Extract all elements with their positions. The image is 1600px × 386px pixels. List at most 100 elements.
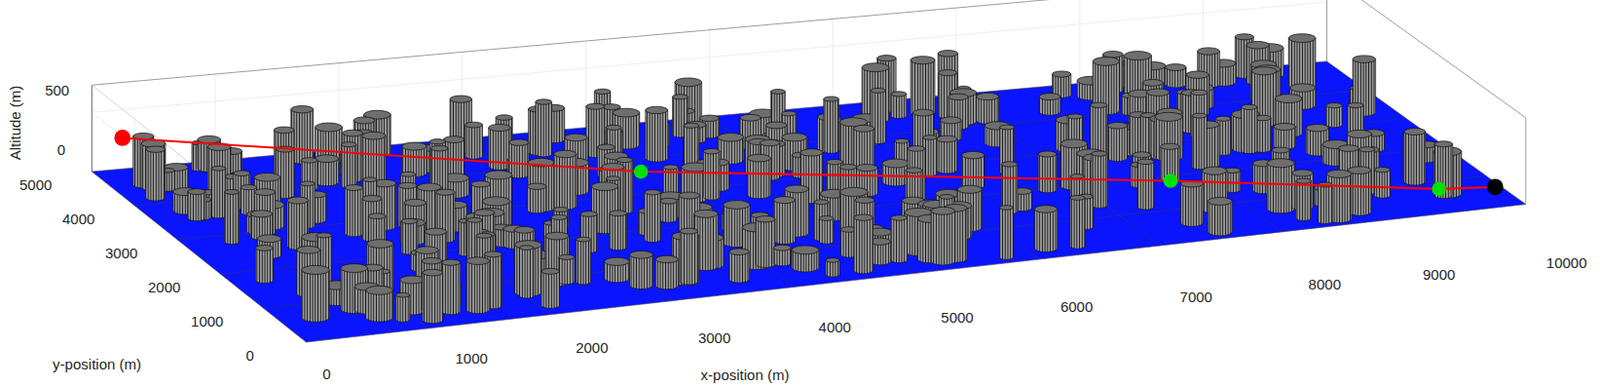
building-top	[366, 285, 394, 295]
grid-line	[1079, 0, 1080, 84]
building-top	[773, 196, 795, 204]
building-top	[314, 154, 338, 163]
building-side	[1374, 169, 1390, 198]
building-side	[576, 239, 592, 285]
building-side	[1191, 115, 1207, 170]
building-side	[401, 221, 418, 255]
building-top	[415, 246, 440, 255]
building-top	[1137, 158, 1154, 164]
building-top	[1123, 51, 1152, 61]
building-side	[773, 199, 795, 244]
grid-line	[832, 18, 834, 106]
building-top	[907, 146, 926, 152]
building	[1404, 128, 1426, 186]
building-top	[291, 105, 314, 112]
building-top	[535, 99, 553, 105]
building-top	[340, 263, 369, 273]
building-top	[402, 142, 427, 150]
building	[729, 248, 749, 283]
building-top	[612, 108, 640, 117]
grid-line	[1326, 0, 1328, 62]
building-top	[421, 257, 442, 264]
building-top	[316, 232, 333, 238]
building	[936, 135, 958, 174]
building	[609, 210, 628, 251]
building-top	[1266, 158, 1295, 168]
building-top	[444, 136, 465, 144]
building-top	[211, 165, 226, 171]
building-side	[818, 218, 834, 244]
building-top	[344, 185, 364, 191]
building-top	[224, 189, 240, 195]
uav-path	[113, 129, 1503, 196]
building-top	[930, 206, 956, 215]
building-top	[1296, 178, 1312, 184]
building-side	[366, 290, 394, 322]
building-side	[340, 144, 357, 188]
building-top	[422, 268, 444, 276]
building-side	[1266, 162, 1295, 213]
building	[1207, 196, 1232, 235]
building-top	[1038, 150, 1057, 157]
building	[1034, 205, 1057, 253]
building-top	[554, 149, 577, 157]
waypoint	[1431, 182, 1447, 197]
building	[464, 121, 483, 159]
building-top	[187, 188, 206, 195]
grid-line	[708, 30, 710, 117]
building-top	[1207, 196, 1232, 205]
building-top	[1374, 167, 1390, 173]
building-top	[520, 245, 534, 251]
building-top	[976, 92, 1000, 100]
building-side	[659, 200, 677, 223]
building-top	[299, 181, 315, 187]
building-top	[1292, 169, 1314, 177]
building-top	[514, 225, 535, 233]
building-side	[535, 102, 553, 157]
building-side	[466, 260, 490, 314]
building-top	[353, 116, 375, 124]
building-top	[474, 209, 495, 217]
building-top	[671, 94, 688, 100]
building-top	[1273, 122, 1296, 130]
grid-line	[956, 94, 1160, 246]
building-side	[301, 269, 331, 322]
building	[541, 267, 559, 308]
building-top	[553, 207, 568, 213]
building-top	[594, 88, 611, 94]
building-top	[1202, 166, 1228, 175]
building-side	[554, 153, 577, 210]
building-top	[1290, 83, 1316, 92]
building	[1039, 93, 1061, 116]
building-top	[602, 104, 622, 111]
ground-plane	[91, 61, 1526, 342]
building-top	[717, 133, 745, 143]
building-side	[644, 191, 661, 242]
building-side	[224, 191, 240, 245]
axis-line	[1326, 0, 1526, 118]
building-top	[683, 122, 700, 128]
building	[773, 244, 791, 266]
axis-line	[91, 84, 93, 172]
building-top	[1326, 103, 1342, 109]
building-top	[400, 171, 415, 177]
building-side	[146, 148, 166, 201]
building	[255, 245, 273, 284]
building-top	[429, 139, 446, 145]
building-top	[855, 196, 875, 203]
building	[558, 254, 575, 284]
building-top	[257, 234, 281, 243]
building-top	[839, 164, 856, 171]
building-top	[1091, 150, 1108, 156]
building-top	[814, 199, 829, 205]
building	[679, 227, 698, 285]
building-side	[1404, 131, 1426, 186]
building-top	[948, 93, 968, 101]
building-top	[1246, 40, 1269, 49]
grid-line	[91, 111, 306, 283]
building-top	[576, 236, 592, 242]
building-top	[368, 213, 386, 220]
building-top	[301, 264, 331, 274]
building-side	[541, 270, 559, 308]
building	[1181, 180, 1204, 227]
